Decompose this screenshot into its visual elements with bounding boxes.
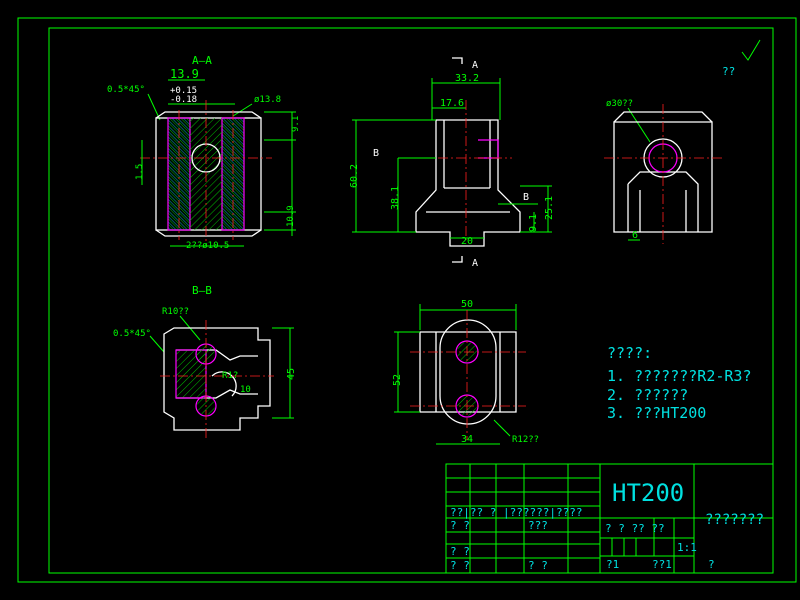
dim-left-aa: 1.5: [135, 164, 145, 180]
radius-1-bb: R10??: [162, 307, 189, 317]
cell-c2: ? ?: [528, 559, 548, 572]
bore-aa: ø13.8: [254, 95, 281, 105]
dim-mid-front: 38.1: [390, 186, 401, 210]
sheet-2: ??1: [652, 558, 672, 571]
cell-b: ? ?: [450, 545, 470, 558]
section-aa-title: A—A: [192, 54, 212, 67]
arrow-right-label: B: [523, 192, 529, 203]
cell-c1: ? ?: [450, 559, 470, 572]
cell-a1: ? ?: [450, 519, 470, 532]
section-bb-view: B—B R10?? 0.5*45° R1? 10 45: [113, 284, 297, 440]
dim-top-aa: 9.1: [291, 116, 301, 132]
technical-notes: ????: 1. ???????R2-R3? 2. ?????? 3. ???H…: [607, 344, 752, 422]
dim-width-aa: 13.9: [170, 67, 199, 81]
dim-bottom-side: 6: [632, 230, 638, 241]
dim-height-front: 60.2: [349, 164, 360, 188]
top-view: 50 52 34 R12??: [392, 299, 539, 445]
tol-upper-aa: +0.15: [170, 86, 197, 96]
cell-a2: ???: [528, 519, 548, 532]
arrow-bottom-label: A: [472, 258, 478, 269]
sheet-3: ?: [708, 558, 715, 571]
roughness-label: ??: [722, 65, 735, 78]
dim-base-front: 20: [461, 236, 473, 247]
sheet-1: ?1: [606, 558, 619, 571]
front-view: A A B B 33.2 17.6 60.2 38.1 25.1 9.1 20: [349, 57, 555, 269]
dim-45-bb: 45: [286, 368, 297, 380]
roughness-icon: [741, 39, 761, 61]
section-aa-view: A—A 13.9 +0.15 -0.18 0.5*45° ø13.8 2??ø1…: [107, 54, 301, 251]
radius-2-bb: R1?: [222, 371, 238, 381]
radius-top: R12??: [512, 435, 539, 445]
side-view: ø30?? 6: [604, 99, 722, 244]
note-item-3: 3. ???HT200: [607, 404, 706, 422]
dim-left-top: 52: [392, 374, 403, 386]
dim-top-top: 50: [461, 299, 473, 310]
bore-side: ø30??: [606, 99, 633, 109]
dim-right-front: 25.1: [544, 196, 555, 220]
dim-bottom-aa: 10.9: [286, 205, 296, 227]
tol-lower-aa: -0.18: [170, 95, 197, 105]
outer-frame: [17, 17, 797, 583]
dim-inner-front: 17.6: [440, 98, 464, 109]
title-block: HT200 ??????? ??|?? ? |??????|???? ? ? ?…: [445, 463, 774, 574]
dim-small-front: 9.1: [528, 214, 539, 232]
dim-top-front: 33.2: [455, 73, 479, 84]
arrow-left-label: B: [373, 148, 379, 159]
stage-row: ? ? ?? ??: [605, 522, 665, 535]
arrow-top-label: A: [472, 60, 478, 71]
note-item-1: 1. ???????R2-R3?: [607, 367, 752, 385]
notes-heading: ????:: [607, 344, 652, 362]
dim-bottom-top: 34: [461, 434, 473, 445]
chamfer-bb: 0.5*45°: [113, 329, 151, 339]
chamfer-aa: 0.5*45°: [107, 85, 145, 95]
title-row-labels: ??|?? ? |??????|????: [450, 506, 582, 519]
part-name-label: ???????: [705, 512, 764, 528]
section-bb-title: B—B: [192, 284, 212, 297]
note-item-2: 2. ??????: [607, 386, 688, 404]
material-label: HT200: [612, 479, 684, 507]
dim-10-bb: 10: [240, 385, 251, 395]
drawing-frame: [48, 27, 774, 574]
scale-label: 1:1: [677, 541, 697, 554]
holes-aa: 2??ø10.5: [186, 241, 229, 251]
